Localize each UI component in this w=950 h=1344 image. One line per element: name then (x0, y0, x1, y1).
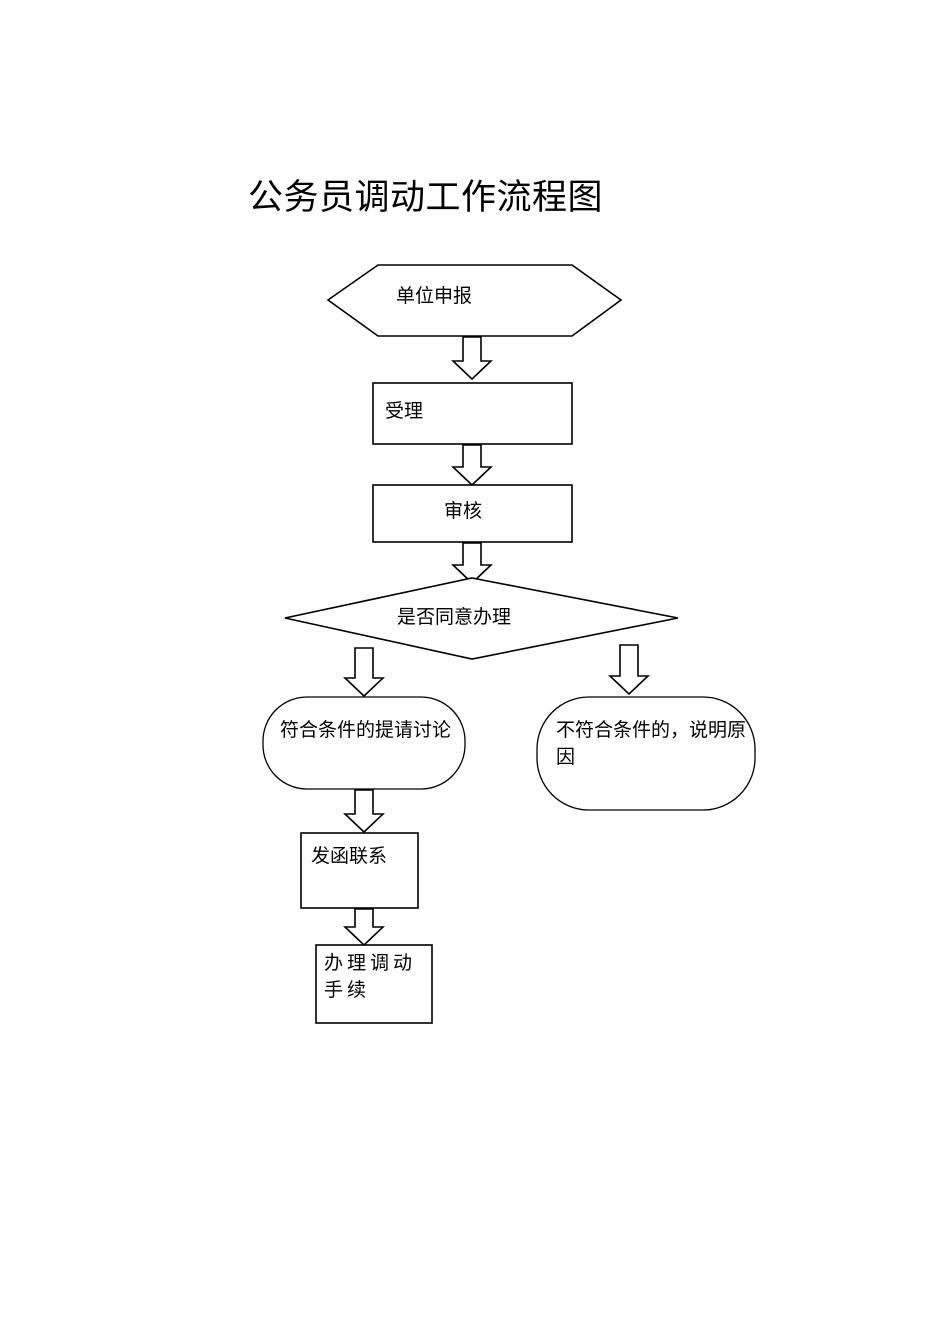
node-apply-shape[interactable] (326, 264, 623, 337)
node-unqualified-shape[interactable] (536, 696, 756, 811)
node-contact-label: 发函联系 (311, 846, 388, 867)
connector-accept-to-review (450, 444, 494, 487)
connector-review-to-decision (450, 542, 494, 585)
connector-decision-to-qualified (342, 647, 386, 698)
node-procedure-shape[interactable] (315, 944, 433, 1024)
connector-qualified-to-contact (342, 789, 386, 834)
node-accept-shape[interactable] (372, 382, 573, 445)
node-decision-shape[interactable] (284, 577, 679, 660)
node-procedure-label: 办理调动 手续 (324, 953, 417, 1001)
node-qualified-label: 符合条件的提请讨论 (280, 720, 452, 741)
node-unqualified-label: 不符合条件的，说明原因 (556, 720, 747, 768)
connector-contact-to-procedure (342, 908, 386, 947)
node-qualified-shape[interactable] (262, 696, 466, 790)
node-review-shape[interactable] (372, 484, 573, 543)
node-review-label: 审核 (444, 501, 483, 522)
connector-decision-to-unqualified (607, 644, 651, 696)
node-decision-label: 是否同意办理 (397, 607, 512, 628)
page-title: 公务员调动工作流程图 (248, 178, 604, 217)
connector-apply-to-accept (450, 336, 494, 381)
node-contact-shape[interactable] (300, 832, 419, 909)
node-accept-label: 受理 (385, 401, 424, 422)
node-apply-label: 单位申报 (396, 286, 473, 307)
